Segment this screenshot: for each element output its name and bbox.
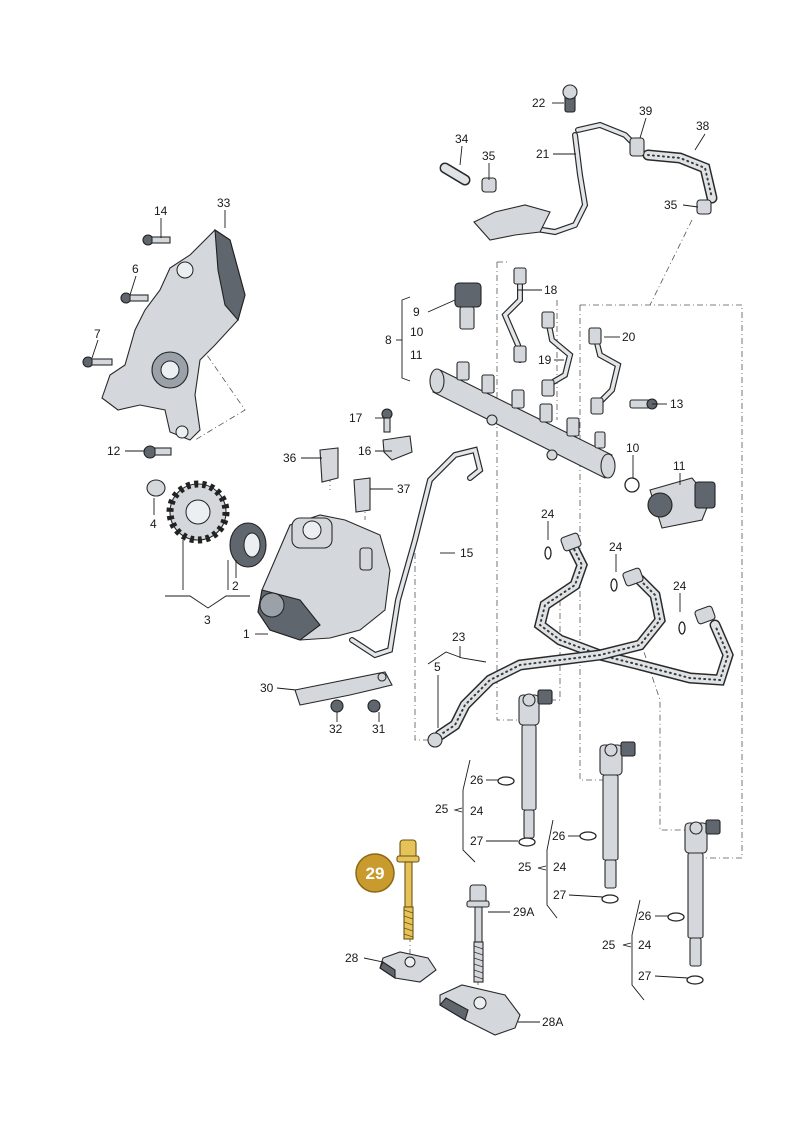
- label-12: 12: [107, 444, 121, 458]
- label-17: 17: [349, 411, 363, 425]
- label-21: 21: [536, 147, 550, 161]
- high-pressure-pump-assembly: [146, 408, 413, 641]
- label-22: 22: [532, 96, 546, 110]
- label-34: 34: [455, 132, 469, 146]
- label-15: 15: [460, 546, 474, 560]
- bracket-30: [294, 671, 393, 713]
- label-4: 4: [150, 517, 157, 531]
- label-25-inj2: 25: [518, 860, 532, 874]
- label-6: 6: [132, 262, 139, 276]
- injector-1: [518, 689, 553, 839]
- bolt-29A: [466, 884, 490, 983]
- clamp-28: [379, 951, 437, 983]
- label-23: 23: [452, 630, 466, 644]
- label-26-inj3: 26: [638, 909, 652, 923]
- label-38: 38: [696, 119, 710, 133]
- label-14: 14: [154, 204, 168, 218]
- injectors: [497, 689, 721, 985]
- label-25-inj3: 25: [602, 938, 616, 952]
- badge-number: 29: [366, 864, 385, 883]
- leak-off-hoses: [427, 532, 734, 748]
- label-27-inj3: 27: [638, 969, 652, 983]
- label-1: 1: [243, 627, 250, 641]
- label-29A: 29A: [513, 905, 534, 919]
- label-28: 28: [345, 951, 359, 965]
- label-13: 13: [670, 397, 684, 411]
- label-11-valve: 11: [673, 459, 686, 473]
- injector-2: [599, 741, 636, 889]
- label-9: 9: [413, 305, 420, 319]
- label-24-a: 24: [541, 507, 555, 521]
- label-10-valve: 10: [626, 441, 640, 455]
- label-35-right: 35: [664, 198, 678, 212]
- label-31: 31: [372, 722, 386, 736]
- label-25-inj1: 25: [435, 802, 449, 816]
- label-10-rail: 10: [410, 325, 424, 339]
- leader-lines: [91, 102, 706, 1023]
- label-39: 39: [639, 104, 653, 118]
- label-7: 7: [94, 327, 101, 341]
- pump-bracket-assembly: [82, 228, 246, 459]
- label-27-inj2: 27: [553, 888, 567, 902]
- badge-circle: [355, 853, 395, 893]
- highlighted-part-badge[interactable]: 29: [355, 853, 395, 893]
- label-11-rail: 11: [410, 348, 423, 362]
- label-26-inj1: 26: [470, 773, 484, 787]
- label-18: 18: [544, 283, 558, 297]
- label-35-top: 35: [482, 149, 496, 163]
- return-line-assembly: [439, 84, 718, 241]
- bolt-29-highlighted: [396, 839, 420, 940]
- label-37: 37: [397, 482, 411, 496]
- label-36: 36: [283, 451, 297, 465]
- label-20: 20: [622, 330, 636, 344]
- label-24-inj1: 24: [470, 804, 484, 818]
- label-5: 5: [434, 660, 441, 674]
- label-16: 16: [358, 444, 372, 458]
- high-pressure-line-15: [349, 446, 484, 659]
- label-24-inj3: 24: [638, 938, 652, 952]
- label-8: 8: [385, 333, 392, 347]
- label-19: 19: [538, 353, 552, 367]
- injector-3: [684, 819, 721, 967]
- label-26-inj2: 26: [552, 829, 566, 843]
- label-24-inj2: 24: [553, 860, 567, 874]
- label-30: 30: [260, 681, 274, 695]
- part-number-labels: 22 39 38 34 35 21 35 33 14 6 7 12 18 9 8…: [94, 96, 710, 1029]
- label-32: 32: [329, 722, 343, 736]
- clamp-28A: [439, 984, 521, 1036]
- label-24-c: 24: [673, 579, 687, 593]
- label-33: 33: [217, 196, 231, 210]
- label-3: 3: [204, 613, 211, 627]
- label-24-b: 24: [609, 540, 623, 554]
- label-28A: 28A: [542, 1015, 563, 1029]
- label-2: 2: [232, 579, 239, 593]
- label-27-inj1: 27: [470, 834, 484, 848]
- fuel-rail-8: [429, 282, 716, 529]
